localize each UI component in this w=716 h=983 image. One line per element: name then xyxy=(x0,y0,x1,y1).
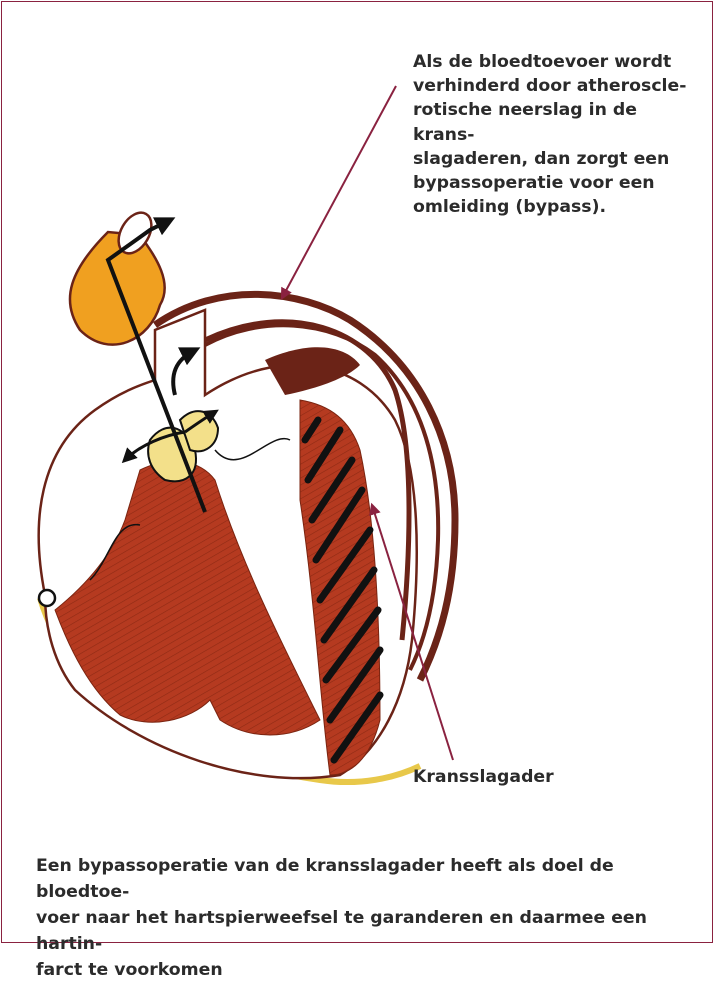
callout-bypass-text: Als de bloedtoevoer wordt verhinderd doo… xyxy=(413,50,703,219)
callout-coronary-label: Kransslagader xyxy=(413,767,554,787)
leader-line-bypass xyxy=(282,86,396,298)
vessel-ring xyxy=(39,590,55,606)
figure-caption: Een bypassoperatie van de kransslagader … xyxy=(36,853,696,983)
